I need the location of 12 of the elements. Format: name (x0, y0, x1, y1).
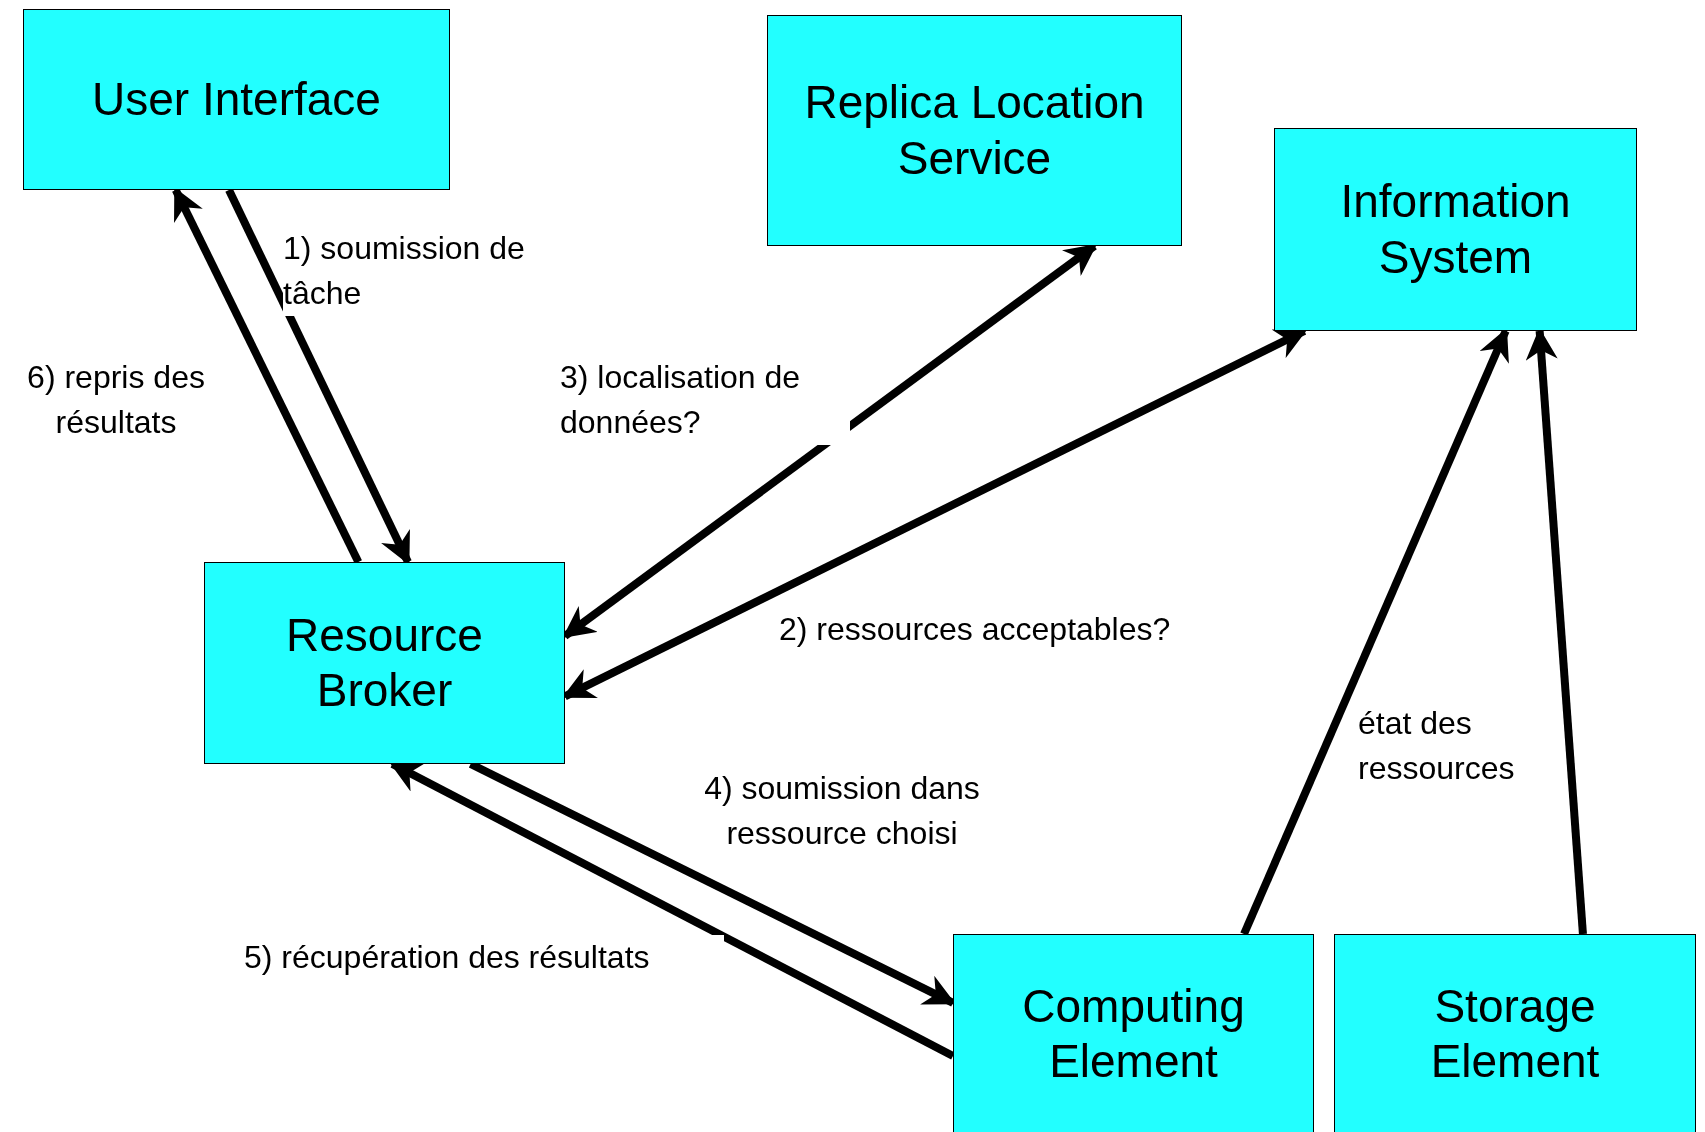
component-box (953, 934, 1314, 1132)
component-box (204, 562, 565, 764)
component-name: Resource Broker (285, 607, 484, 718)
component-box (767, 15, 1182, 246)
component-name: Computing Element (1021, 978, 1246, 1089)
component-box (1334, 934, 1696, 1132)
component-box (1274, 128, 1637, 331)
component-name: Replica Location Service (803, 75, 1146, 186)
component-name: User Interface (91, 71, 382, 127)
component-name: Information System (1339, 174, 1572, 285)
component-name: Storage Element (1429, 978, 1601, 1089)
component-box (23, 9, 450, 190)
